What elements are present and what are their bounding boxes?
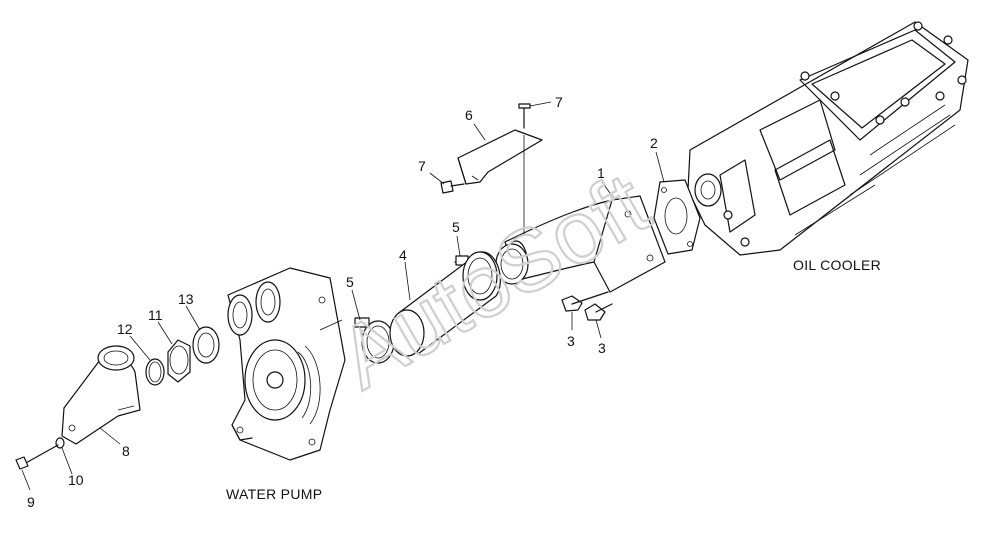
hose-clamp-part-5-right bbox=[454, 243, 529, 285]
callout-3-b: 3 bbox=[598, 340, 606, 356]
callout-12: 12 bbox=[117, 321, 133, 337]
screw-part-7-left bbox=[440, 180, 465, 194]
thermostat-part-11 bbox=[167, 339, 191, 383]
thermostat-housing-part-8 bbox=[61, 345, 141, 445]
bolt-part-3-a bbox=[561, 291, 609, 312]
bolt-part-9 bbox=[15, 444, 59, 470]
water-pump-caption: WATER PUMP bbox=[226, 486, 322, 502]
callout-13: 13 bbox=[178, 291, 194, 307]
oil-cooler-assembly bbox=[687, 21, 969, 256]
callout-7-a: 7 bbox=[555, 94, 563, 110]
bolt-part-3-b bbox=[584, 303, 613, 321]
screw-part-7-top bbox=[518, 103, 531, 129]
callout-2: 2 bbox=[650, 135, 658, 151]
callout-10: 10 bbox=[68, 472, 84, 488]
callout-5-a: 5 bbox=[452, 219, 460, 235]
cover-part-6 bbox=[457, 129, 543, 185]
leader-lines bbox=[21, 101, 665, 491]
callout-9: 9 bbox=[27, 494, 35, 510]
hose-part-4 bbox=[389, 251, 501, 357]
washer-part-10 bbox=[55, 437, 65, 449]
callout-1: 1 bbox=[597, 165, 605, 181]
callout-5-b: 5 bbox=[346, 274, 354, 290]
callout-6: 6 bbox=[465, 107, 473, 123]
callout-11: 11 bbox=[148, 307, 163, 323]
callout-8: 8 bbox=[122, 443, 130, 459]
gasket-part-2 bbox=[653, 179, 701, 255]
water-pump-assembly bbox=[227, 267, 346, 461]
callout-4: 4 bbox=[399, 247, 407, 263]
gasket-part-13 bbox=[192, 326, 220, 364]
callout-7-b: 7 bbox=[418, 158, 426, 174]
hose-clamp-part-5-left bbox=[354, 317, 395, 364]
callout-3-a: 3 bbox=[567, 333, 575, 349]
seal-ring-part-12 bbox=[145, 358, 165, 386]
oil-cooler-caption: OIL COOLER bbox=[793, 257, 881, 273]
